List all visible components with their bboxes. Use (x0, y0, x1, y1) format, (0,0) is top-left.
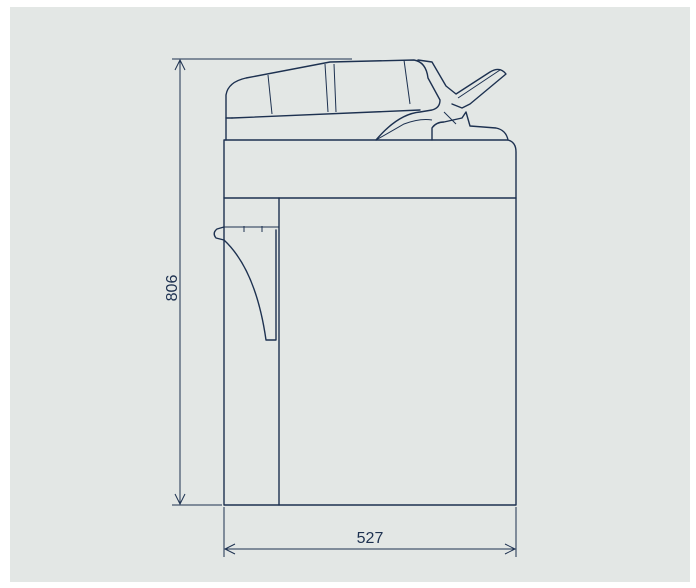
top-unit-seam-4 (403, 59, 411, 105)
top-unit-seam-1 (267, 74, 273, 115)
top-unit-housing (225, 59, 441, 141)
height-arrow-top (174, 58, 186, 71)
tray-curve (223, 229, 277, 341)
width-dimension-label: 527 (357, 530, 384, 547)
rear-support-brace (443, 111, 457, 125)
width-arrow-left (223, 543, 236, 555)
top-unit-seam-2 (324, 63, 329, 113)
width-arrow-right (504, 543, 517, 555)
top-unit-slope (375, 119, 433, 141)
top-unit (225, 59, 509, 141)
height-dimension-label: 806 (164, 275, 181, 302)
drawing-panel (10, 7, 690, 582)
height-arrow-bottom (174, 493, 186, 506)
machine-body (223, 139, 517, 506)
height-dimension: 806 (164, 58, 352, 506)
top-unit-lower-edge (231, 109, 421, 119)
cabinet-outline (223, 139, 517, 506)
feed-lever (417, 59, 507, 109)
side-tray (213, 226, 277, 341)
tray-hook (213, 226, 225, 241)
width-dimension: 527 (223, 507, 517, 557)
rear-support (431, 111, 509, 141)
feed-lever-inner (457, 69, 501, 99)
top-unit-seam-3 (333, 63, 337, 113)
